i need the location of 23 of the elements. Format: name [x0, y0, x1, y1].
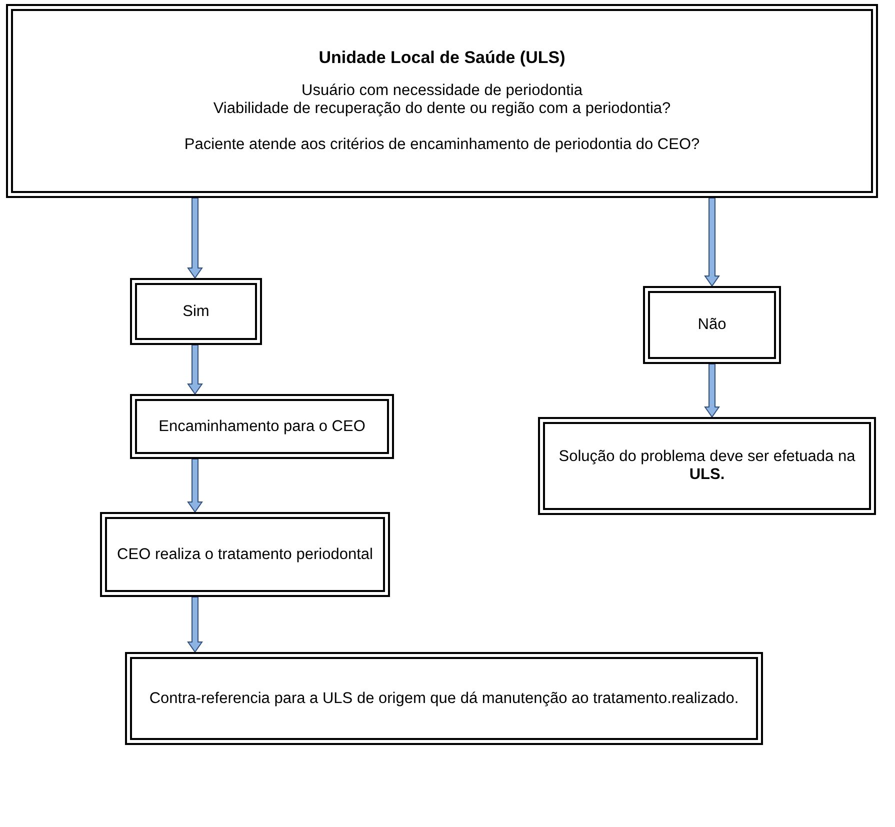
header-box [6, 4, 878, 198]
box-heading: Unidade Local de Saúde (ULS) [318, 48, 566, 68]
block-arrow [187, 596, 203, 653]
box-text: Paciente atende aos critérios de encaminhamento de periodontia do CEO? [184, 136, 700, 154]
box-text: Contra-referencia para a ULS de origem que dá manutenção ao tratamento.realizado. [149, 688, 739, 708]
box-text: Solução do problema deve ser efetuada na ULS. [558, 448, 856, 484]
process-box [100, 512, 390, 597]
block-arrow [187, 458, 203, 513]
block-arrow [704, 364, 720, 418]
box-text: Encaminhamento para o CEO [158, 418, 366, 436]
box-text: Usuário com necessidade de periodontia [302, 82, 582, 100]
box-text: CEO realiza o tratamento periodontal [117, 546, 373, 564]
decision-box [643, 286, 781, 364]
box-text: Viabilidade de recuperação do dente ou região com a periodontia? [213, 100, 671, 118]
block-arrow [704, 198, 720, 287]
box-text: Não [698, 316, 726, 334]
process-box [538, 417, 876, 515]
block-arrow [187, 344, 203, 395]
box-text: Sim [182, 302, 210, 320]
decision-box [130, 278, 262, 345]
block-arrow [187, 198, 203, 279]
process-box [130, 394, 394, 459]
process-box [125, 652, 763, 745]
